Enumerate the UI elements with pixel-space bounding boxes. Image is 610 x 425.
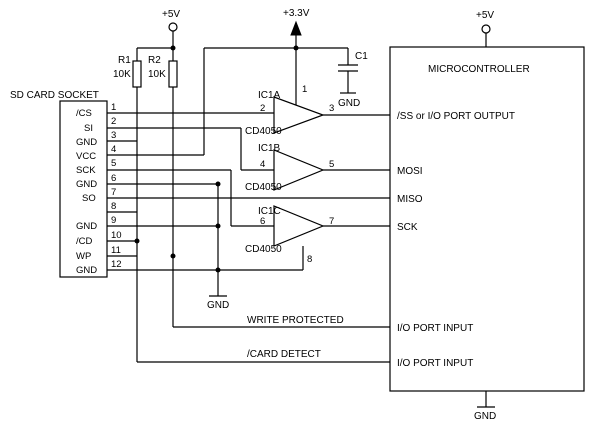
junction-dot — [215, 223, 221, 229]
sd-pin-name: GND — [76, 137, 97, 148]
sd-pin-stubs — [107, 112, 137, 271]
sd-pin-number: 7 — [111, 187, 116, 198]
r1-value: 10K — [113, 69, 131, 80]
c1-gnd-label: GND — [338, 98, 360, 109]
sd-pin-name: GND — [76, 179, 97, 190]
micro-pin-label: /SS or I/O PORT OUTPUT — [397, 111, 515, 122]
sd-pin-name: /CS — [76, 108, 92, 119]
junction-dot — [170, 253, 176, 259]
sd-pin-number: 8 — [111, 201, 116, 212]
microcontroller-box — [389, 46, 585, 392]
card-detect-label: /CARD DETECT — [247, 349, 321, 360]
junction-dot — [293, 45, 299, 51]
plus5v-terminal-right — [481, 24, 491, 47]
ic1c-label: IC1C — [258, 206, 281, 217]
ic-pin-number: 4 — [260, 159, 265, 170]
gnd-bus — [137, 183, 304, 297]
ic-pin-number: 7 — [329, 216, 334, 227]
ic1b-part: CD4050 — [245, 182, 282, 193]
plus5v-label-left: +5V — [162, 9, 180, 20]
micro-pin-label: SCK — [397, 222, 418, 233]
junction-dot — [170, 45, 176, 51]
sd-pin-number: 11 — [111, 245, 121, 256]
ic-pin-number: 2 — [260, 103, 265, 114]
micro-pin-label: I/O PORT INPUT — [397, 323, 473, 334]
sd-pin-number: 12 — [111, 259, 122, 270]
r2-label: R2 — [148, 55, 161, 66]
sd-pin-number: 6 — [111, 173, 116, 184]
capacitor-c1 — [338, 48, 358, 94]
microcontroller-label: MICROCONTROLLER — [428, 64, 530, 75]
r1-label: R1 — [118, 55, 131, 66]
vcc-rail — [107, 47, 348, 156]
sd-card-socket — [59, 100, 108, 278]
gnd-bottom-label: GND — [207, 300, 229, 311]
sd-pin-name: GND — [76, 265, 97, 276]
ic1a-label: IC1A — [258, 90, 281, 101]
r2-value: 10K — [148, 69, 166, 80]
sd-pin-number: 3 — [111, 130, 116, 141]
c1-label: C1 — [355, 51, 368, 62]
ic-pin-number: 3 — [329, 103, 334, 114]
plus5v-terminal-left — [168, 22, 178, 48]
sd-pin-name: VCC — [76, 151, 96, 162]
ic1a-part: CD4050 — [245, 126, 282, 137]
sd-pin-name: WP — [76, 251, 91, 262]
sd-pin-name: SO — [82, 193, 96, 204]
plus3v3-arrow — [290, 20, 302, 80]
sd-pin-name: GND — [76, 221, 97, 232]
sd-pin-number: 10 — [111, 230, 122, 241]
ic-pin-number: 1 — [302, 84, 307, 95]
sd-pin-number: 4 — [111, 144, 116, 155]
buffer-ic1b — [273, 149, 390, 191]
resistor-r2 — [168, 48, 178, 327]
junction-dot — [134, 238, 140, 244]
plus5v-label-right: +5V — [476, 10, 494, 21]
micro-pin-label: MISO — [397, 194, 423, 205]
buffer-ic1c — [273, 205, 390, 247]
wire-si — [137, 127, 274, 171]
resistor-r1 — [132, 47, 173, 362]
sd-pin-number: 2 — [111, 116, 116, 127]
micro-gnd-symbol — [477, 391, 495, 408]
ic-pin-number: 8 — [307, 254, 312, 265]
sd-pin-name: SI — [84, 123, 93, 134]
micro-gnd-label: GND — [474, 411, 496, 422]
junction-dot — [215, 267, 221, 273]
plus3v3-label: +3.3V — [283, 8, 310, 19]
ic1c-part: CD4050 — [245, 244, 282, 255]
ic-pin-number: 6 — [260, 216, 265, 227]
micro-pin-label: I/O PORT INPUT — [397, 358, 473, 369]
sd-pin-number: 1 — [111, 102, 116, 113]
write-protected-label: WRITE PROTECTED — [247, 315, 344, 326]
ic1b-label: IC1B — [258, 143, 281, 154]
buffer-ic1a — [273, 80, 390, 134]
ic-pin-number: 5 — [329, 159, 334, 170]
sd-pin-number: 9 — [111, 215, 116, 226]
sd-socket-label: SD CARD SOCKET — [10, 90, 99, 101]
sd-pin-name: /CD — [76, 236, 93, 247]
junction-dot — [215, 181, 221, 187]
micro-pin-label: MOSI — [397, 166, 423, 177]
sd-pin-number: 5 — [111, 158, 116, 169]
sd-pin-name: SCK — [76, 165, 96, 176]
